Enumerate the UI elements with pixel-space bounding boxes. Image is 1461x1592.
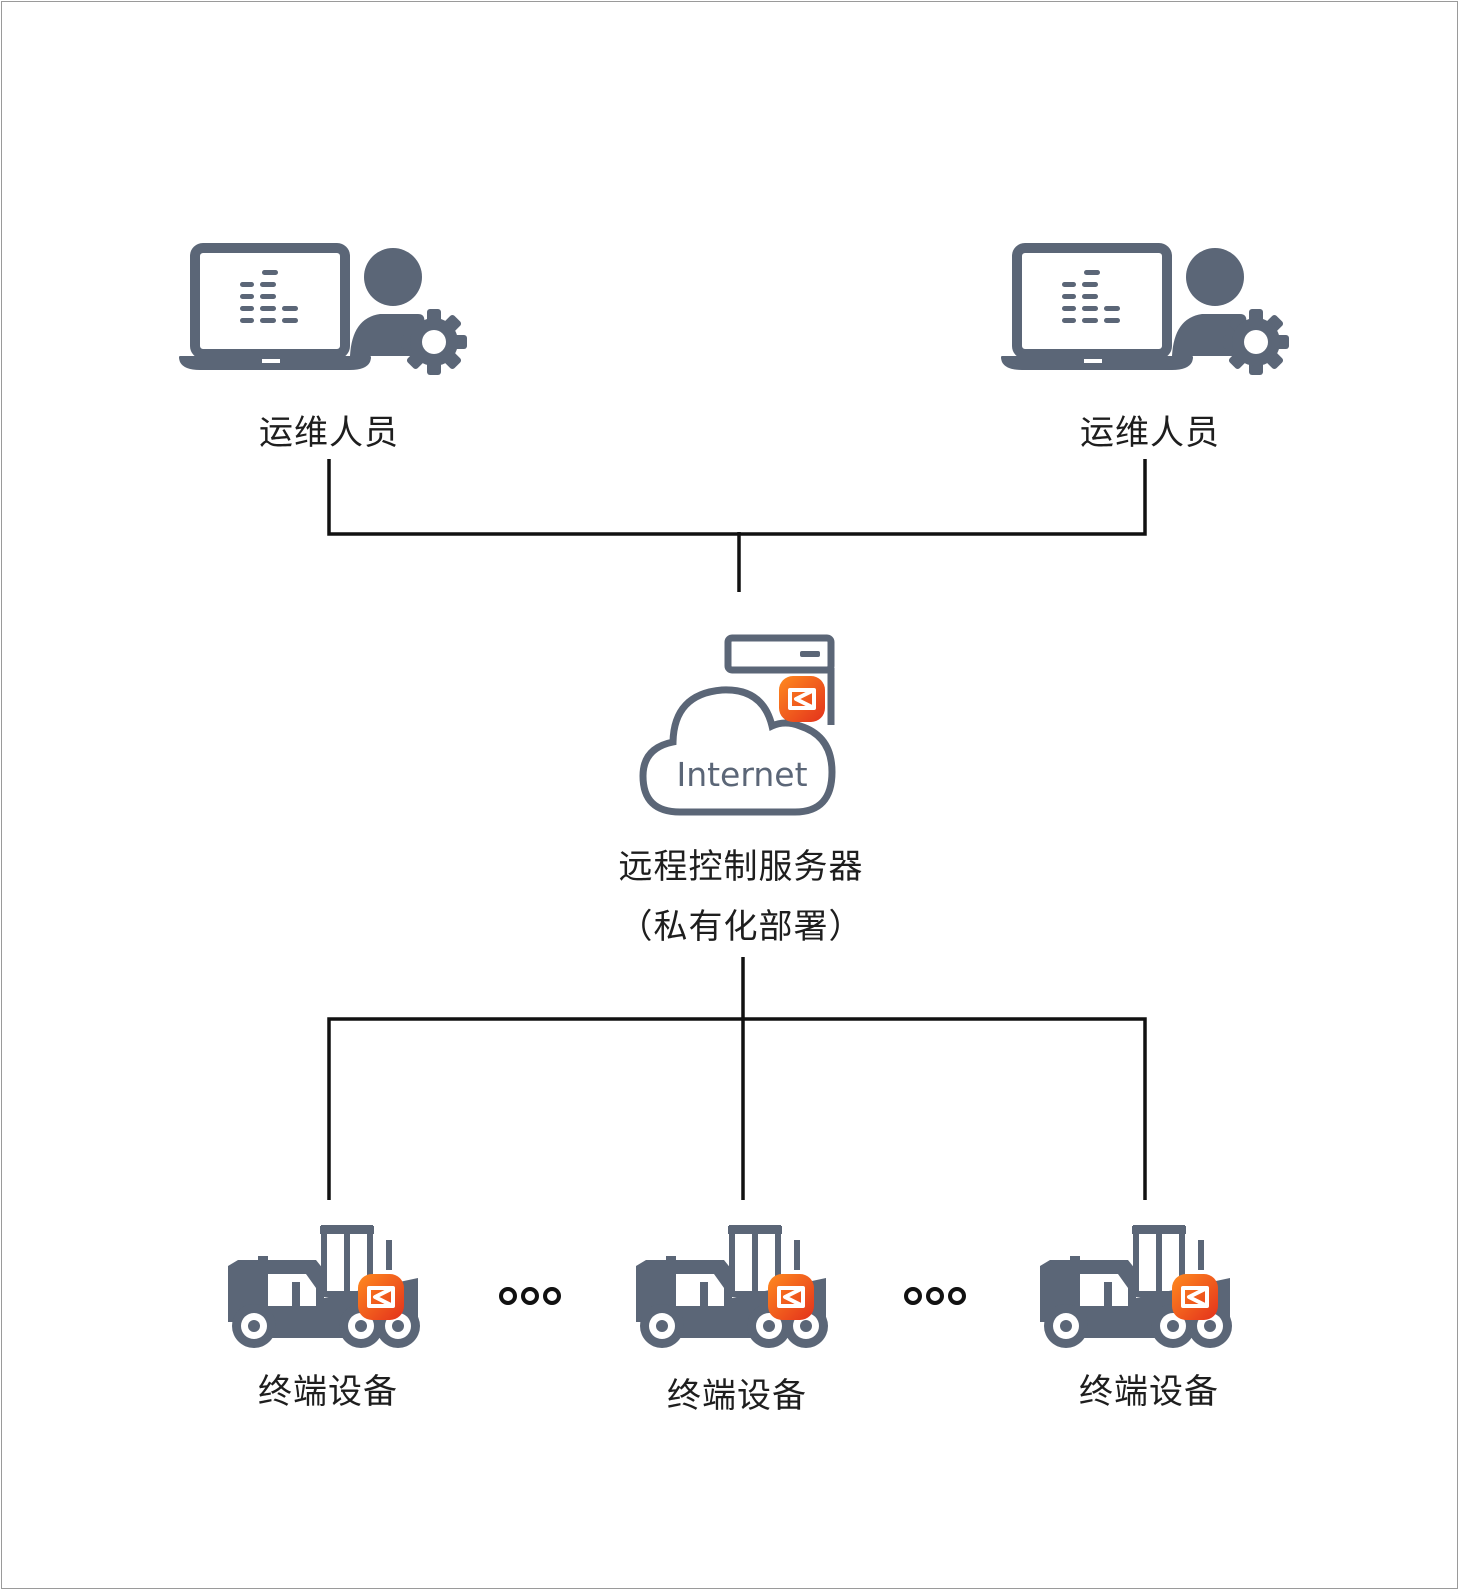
operator-left-icon	[179, 248, 467, 375]
cloud-internet-text: Internet	[676, 755, 807, 794]
ellipsis-icon	[499, 1287, 561, 1305]
ellipsis-icon	[904, 1287, 966, 1305]
cloud-server-icon	[639, 634, 836, 816]
server-label: 远程控制服务器	[618, 847, 864, 887]
operator-right-label: 运维人员	[1080, 413, 1220, 453]
device-3-icon	[1040, 1226, 1232, 1348]
operator-right-icon	[1001, 248, 1289, 375]
device-3-label: 终端设备	[1079, 1372, 1219, 1412]
operator-left-label: 运维人员	[259, 413, 399, 453]
server-sublabel: （私有化部署）	[618, 907, 864, 947]
device-1-icon	[228, 1226, 420, 1348]
device-2-icon	[636, 1226, 828, 1348]
device-1-label: 终端设备	[258, 1372, 398, 1412]
device-2-label: 终端设备	[667, 1376, 807, 1416]
